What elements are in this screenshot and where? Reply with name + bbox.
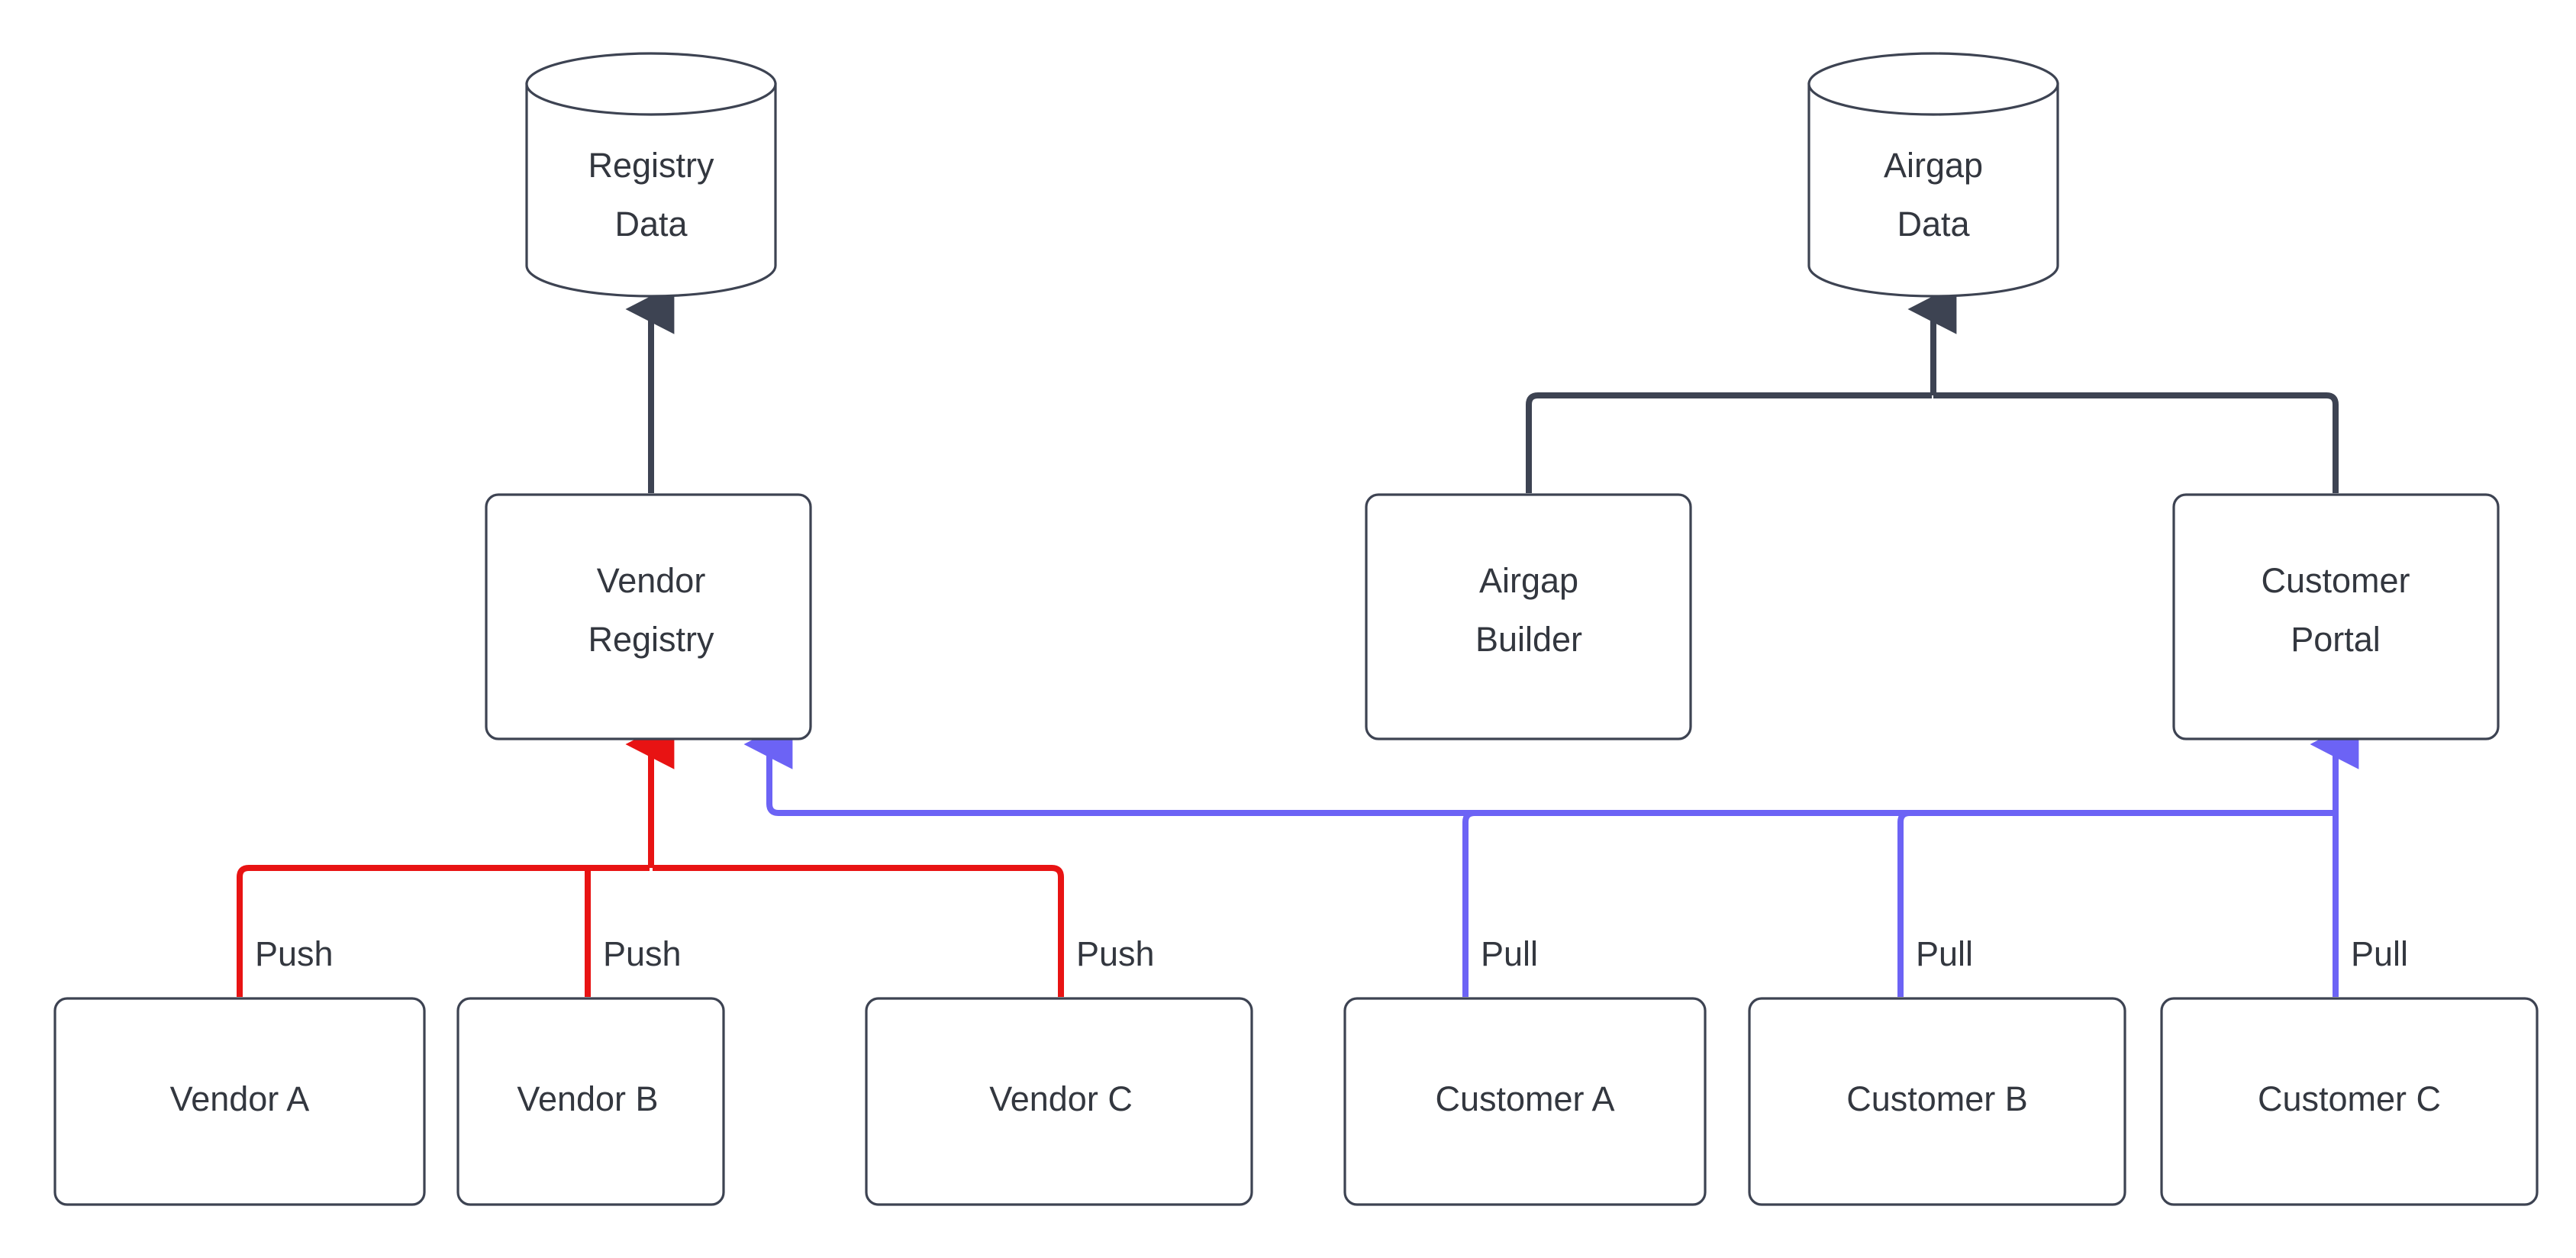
node-vendor-a[interactable]: Vendor A [53, 997, 426, 1206]
node-airgap-builder[interactable]: Airgap Builder [1365, 493, 1692, 740]
edge-label-pull-2: Pull [1916, 934, 1973, 973]
node-customer-a[interactable]: Customer A [1343, 997, 1707, 1206]
node-customer-portal-label-line2: Portal [2291, 620, 2381, 659]
edge-vendor-c-push [653, 865, 1064, 997]
node-registry-data-label-line2: Data [614, 205, 688, 244]
edge-label-pull-1: Pull [1481, 934, 1538, 973]
edge-label-push-3: Push [1076, 934, 1155, 973]
node-registry-data[interactable]: Registry Data [525, 52, 777, 298]
edge-airgap-builder-to-airgap-data [1526, 392, 1932, 493]
edge-pull-to-vendor-registry [743, 719, 793, 816]
node-airgap-data-label-line2: Data [1897, 205, 1970, 244]
node-customer-b[interactable]: Customer B [1748, 997, 2126, 1206]
node-airgap-builder-label-line1: Airgap [1479, 561, 1578, 600]
node-customer-portal-label-line1: Customer [2261, 561, 2410, 600]
node-airgap-data-label-line1: Airgap [1884, 146, 1983, 185]
node-vendor-registry-label-line2: Registry [588, 620, 714, 659]
node-vendor-a-label: Vendor A [170, 1079, 310, 1118]
node-customer-c[interactable]: Customer C [2160, 997, 2539, 1206]
edge-customer-a-pull [1462, 810, 2326, 997]
node-customer-portal[interactable]: Customer Portal [2172, 493, 2500, 740]
node-customer-c-label: Customer C [2258, 1079, 2441, 1118]
node-vendor-c[interactable]: Vendor C [865, 997, 1253, 1206]
node-airgap-builder-label-line2: Builder [1475, 620, 1582, 659]
node-customer-b-label: Customer B [1846, 1079, 2028, 1118]
edge-vendor-a-push [237, 865, 650, 997]
node-registry-data-label-line1: Registry [588, 146, 714, 185]
node-vendor-c-label: Vendor C [989, 1079, 1133, 1118]
node-vendor-registry[interactable]: Vendor Registry [485, 493, 812, 740]
edge-label-pull-3: Pull [2351, 934, 2408, 973]
node-airgap-data[interactable]: Airgap Data [1807, 52, 2059, 298]
edge-customer-portal-to-airgap-data [1933, 392, 2339, 493]
node-vendor-registry-label-line1: Vendor [597, 561, 706, 600]
node-vendor-b[interactable]: Vendor B [456, 997, 725, 1206]
node-customer-a-label: Customer A [1435, 1079, 1614, 1118]
edge-label-push-2: Push [603, 934, 682, 973]
edge-label-push-1: Push [255, 934, 334, 973]
node-vendor-b-label: Vendor B [517, 1079, 658, 1118]
